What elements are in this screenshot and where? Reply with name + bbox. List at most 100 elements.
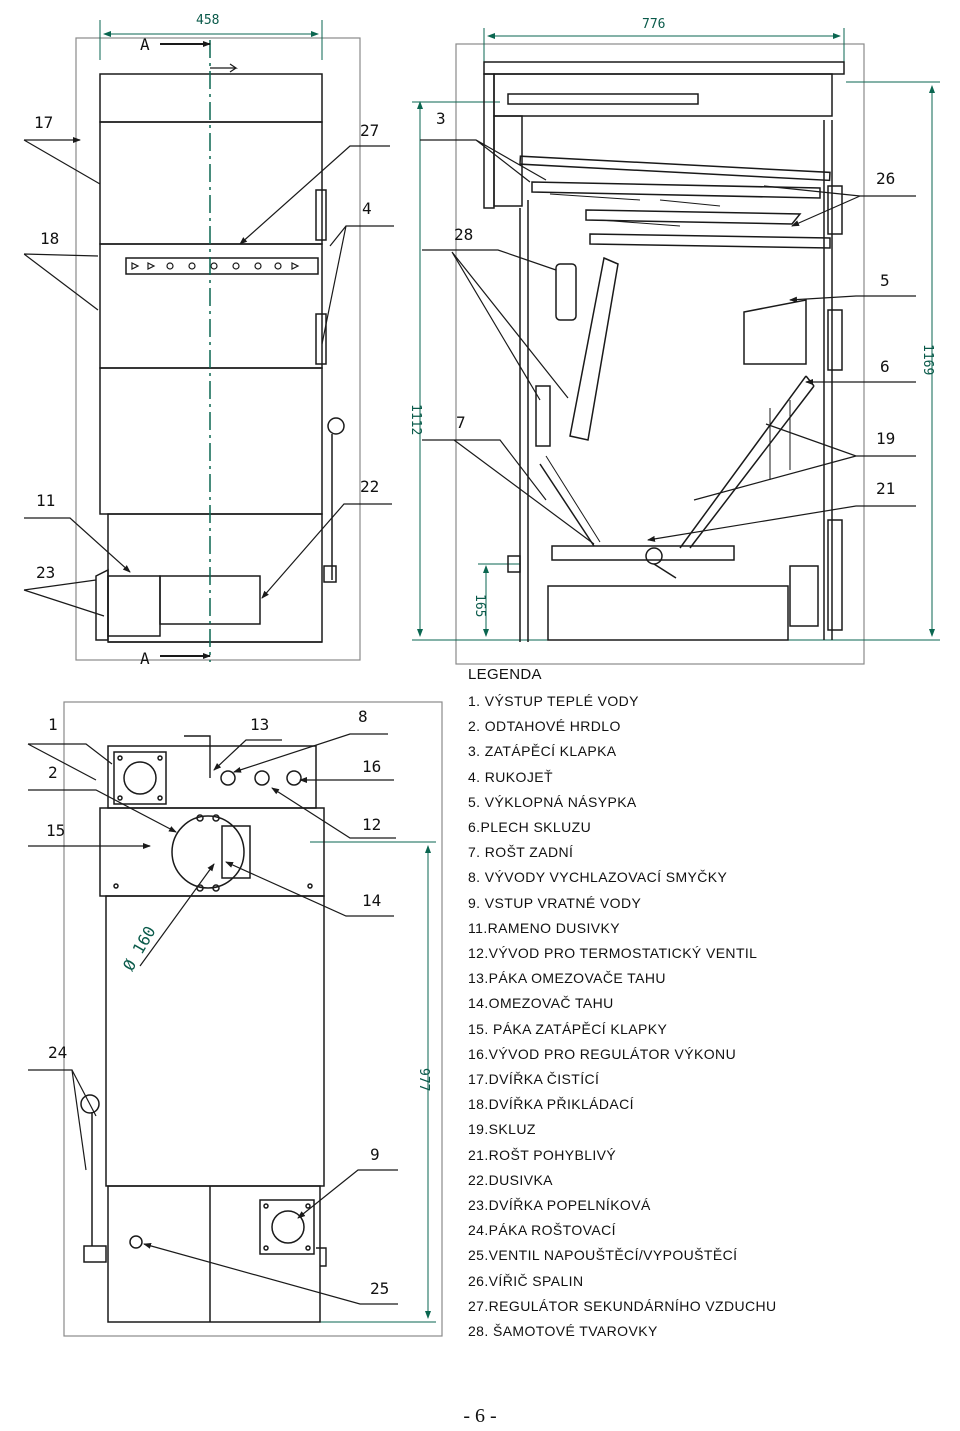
cooling-loop-outlet	[220, 770, 236, 786]
front-view	[23, 20, 394, 662]
legend-item: 12.VÝVOD PRO TERMOSTATICKÝ VENTIL	[468, 945, 758, 962]
callout-27: 27	[360, 121, 379, 140]
callout-11: 11	[36, 491, 55, 510]
legend-item: 9. VSTUP VRATNÉ VODY	[468, 894, 642, 911]
legend-item: 16.VÝVOD PRO REGULÁTOR VÝKONU	[468, 1045, 737, 1062]
legend-item: 28. ŠAMOTOVÉ TVAROVKY	[468, 1323, 658, 1340]
callout-5: 5	[880, 271, 890, 290]
legend-item: 11.RAMENO DUSIVKY	[468, 919, 621, 936]
legend-item: 1. VÝSTUP TEPLÉ VODY	[468, 693, 639, 709]
secondary-air-strip	[125, 257, 319, 275]
hot-water-outlet-pipe	[507, 93, 699, 105]
callout-19: 19	[876, 429, 895, 448]
hot-water-outlet-flange	[113, 751, 167, 805]
callout-13: 13	[250, 715, 269, 734]
dim-total-height: 1169	[920, 344, 935, 375]
flue-outlet	[171, 815, 245, 889]
legend-item: 22.DUSIVKA	[468, 1171, 553, 1188]
moving-grate	[551, 545, 735, 561]
tilting-hopper	[743, 299, 807, 365]
legend-item: 17.DVÍŘKA ČISTÍCÍ	[468, 1071, 600, 1088]
draught-limiter	[221, 825, 251, 879]
front-top-panel	[99, 73, 323, 123]
legend-item: 21.ROŠT POHYBLIVÝ	[468, 1146, 617, 1163]
rear-grate	[539, 463, 595, 547]
callout-15: 15	[46, 821, 65, 840]
callout-6: 6	[880, 357, 890, 376]
legend-item: 13.PÁKA OMEZOVAČE TAHU	[468, 970, 666, 987]
chamotte-brick-2	[569, 256, 619, 441]
legend-list: 1. VÝSTUP TEPLÉ VODY 2. ODTAHOVÉ HRDLO 3…	[468, 689, 938, 1344]
callout-9: 9	[370, 1145, 380, 1164]
callout-16: 16	[362, 757, 381, 776]
side-view-frame	[455, 43, 865, 665]
dim-front-width: 458	[196, 13, 219, 28]
callout-14: 14	[362, 891, 381, 910]
callout-24: 24	[48, 1043, 67, 1062]
callout-28: 28	[454, 225, 473, 244]
front-ash-section	[107, 513, 323, 643]
front-view-frame	[75, 37, 361, 661]
dim-rear-height: 977	[416, 1068, 431, 1091]
callout-26: 26	[876, 169, 895, 188]
callout-23: 23	[36, 563, 55, 582]
thermostatic-valve-outlet	[254, 770, 270, 786]
legend-item: 2. ODTAHOVÉ HRDLO	[468, 718, 621, 735]
drain-valve	[129, 1235, 143, 1249]
callout-21: 21	[876, 479, 895, 498]
legend-item: 4. RUKOJEŤ	[468, 768, 553, 785]
callout-12: 12	[362, 815, 381, 834]
callout-18: 18	[40, 229, 59, 248]
turbulator-plate-2	[585, 209, 802, 225]
air-holes	[131, 262, 300, 270]
legend-item: 3. ZATÁPĚCÍ KLAPKA	[468, 743, 617, 760]
return-water-flange	[259, 1199, 315, 1255]
legend-item: 8. VÝVODY VYCHLAZOVACÍ SMYČKY	[468, 869, 728, 886]
power-regulator-outlet	[286, 770, 302, 786]
side-view-labels: 776 1112 1169 165 3 28 7 26 5 6 19 21	[408, 17, 935, 617]
grate-lever-knob	[80, 1094, 100, 1114]
front-ash-door	[107, 575, 161, 637]
legend: LEGENDA 1. VÝSTUP TEPLÉ VODY 2. ODTAHOVÉ…	[468, 666, 938, 1344]
dim-side-width: 776	[642, 17, 665, 32]
legend-item: 19.SKLUZ	[468, 1121, 536, 1138]
legend-item: 26.VÍŘIČ SPALIN	[468, 1272, 584, 1289]
legend-item: 18.DVÍŘKA PŘIKLÁDACÍ	[468, 1096, 634, 1113]
callout-3: 3	[436, 109, 446, 128]
turbulator-plate-1	[531, 181, 821, 199]
legend-item: 14.OMEZOVAČ TAHU	[468, 995, 614, 1012]
legend-item: 27.REGULÁTOR SEKUNDÁRNÍHO VZDUCHU	[468, 1297, 777, 1314]
callout-17: 17	[34, 113, 53, 132]
legend-item: 6.PLECH SKLUZU	[468, 819, 592, 836]
callout-2: 2	[48, 763, 58, 782]
front-door-loading	[99, 243, 323, 369]
legend-item: 15. PÁKA ZATÁPĚCÍ KLAPKY	[468, 1020, 668, 1037]
callout-7: 7	[456, 413, 466, 432]
legend-item: 23.DVÍŘKA POPELNÍKOVÁ	[468, 1197, 651, 1214]
legend-item: 25.VENTIL NAPOUŠTĚCÍ/VYPOUŠTĚCÍ	[468, 1247, 738, 1264]
callout-25: 25	[370, 1279, 389, 1298]
front-lower-panel	[99, 367, 323, 515]
dim-ash-height: 165	[472, 594, 487, 617]
callout-4: 4	[362, 199, 372, 218]
callout-8: 8	[358, 707, 368, 726]
side-section-view	[412, 28, 940, 665]
handle-lower	[315, 313, 327, 365]
handle-upper	[315, 189, 327, 241]
page-number: - 6 -	[463, 1405, 497, 1427]
legend-item: 7. ROŠT ZADNÍ	[468, 844, 574, 861]
rear-view-frame	[63, 701, 443, 1337]
rear-view-labels: 977 Ø 160 1 2 15 13 8 16 12 14 24 9 25	[46, 707, 431, 1298]
section-mark-bottom: A	[140, 649, 150, 668]
legend-item: 24.PÁKA ROŠTOVACÍ	[468, 1222, 616, 1239]
dim-inner-height: 1112	[408, 404, 423, 435]
ash-pan	[547, 585, 789, 641]
front-door-cleaning	[99, 121, 323, 245]
callout-22: 22	[360, 477, 379, 496]
damper-arm-knob	[327, 417, 345, 435]
front-view-labels: 458 A A 17 18 27 4 11 23 22	[34, 13, 379, 668]
rear-view	[27, 701, 443, 1337]
chamotte-brick-1	[555, 263, 577, 321]
turbulator-plate-3	[589, 233, 831, 249]
